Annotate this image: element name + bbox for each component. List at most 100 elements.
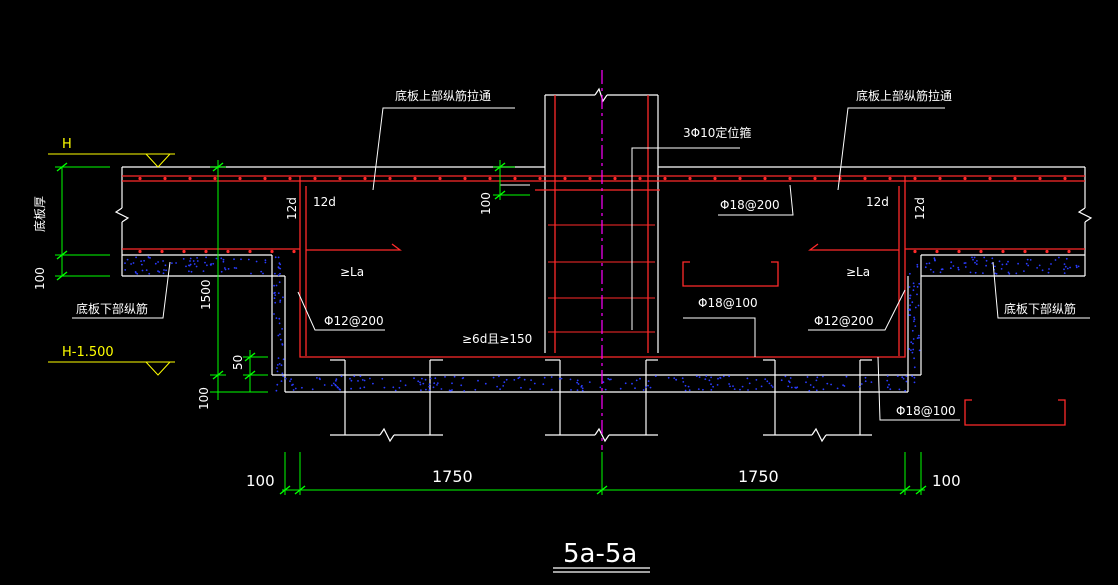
hatch-dot — [428, 389, 431, 392]
rebar-dot — [563, 176, 567, 181]
hatch-dot — [281, 344, 284, 346]
hatch-dot — [206, 264, 208, 267]
hatch-dot — [576, 381, 578, 384]
hatch-dot — [634, 387, 636, 390]
hatch-dot — [1050, 263, 1052, 265]
hatch-dot — [760, 385, 763, 388]
hatch-dot — [502, 385, 505, 387]
rebar-dot — [138, 176, 142, 181]
hatch-dot — [599, 386, 602, 389]
rebar-dot — [613, 176, 617, 181]
hatch-dot — [280, 364, 283, 367]
hatch-dot — [728, 383, 730, 385]
rebar-dot — [1001, 249, 1005, 254]
hatch-dot — [432, 386, 435, 389]
hatch-dot — [722, 375, 725, 378]
hatch-dot — [912, 348, 915, 351]
label-bottom-rebar-right: 底板下部纵筋 — [1004, 301, 1076, 316]
rebar-dot — [238, 176, 242, 181]
hatch-dot — [708, 379, 711, 382]
hatch-dot — [908, 348, 911, 350]
hatch-dot — [886, 379, 889, 382]
hatch-dot — [451, 389, 453, 391]
rebar-dot — [363, 176, 367, 181]
rebar-dot — [738, 176, 742, 181]
hatch-dot — [189, 260, 191, 262]
hatch-dot — [335, 384, 337, 387]
hatch-dot — [647, 384, 649, 387]
hatch-dot — [499, 388, 501, 391]
hatch-dot — [550, 388, 553, 391]
hatch-dot — [858, 385, 861, 388]
label-dim-50: 50 — [231, 355, 245, 370]
rebar-dot — [988, 176, 992, 181]
hatch-dot — [278, 317, 281, 320]
hatch-dot — [262, 272, 264, 275]
dimension-lines — [55, 160, 925, 495]
label-phi18-200: Φ18@200 — [720, 198, 780, 212]
rebar-dot — [788, 176, 792, 181]
hatch-dot — [607, 377, 610, 380]
hatch-dot — [274, 272, 276, 275]
hatch-dot — [910, 341, 913, 344]
hatch-dot — [429, 377, 432, 380]
hatch-dot — [929, 268, 932, 271]
hatch-dot — [569, 378, 572, 381]
hatch-dot — [995, 272, 998, 275]
hatch-dot — [972, 258, 974, 261]
hatch-dot — [496, 385, 498, 388]
hatch-dot — [1015, 272, 1018, 275]
hatch-dot — [222, 260, 225, 263]
rebar-dot — [813, 176, 817, 181]
hatch-dot — [704, 378, 707, 380]
hatch-dot — [644, 386, 647, 389]
hatch-dot — [383, 386, 386, 389]
hatch-dot — [363, 386, 366, 389]
hatch-dot — [276, 367, 278, 369]
hatch-dot — [982, 272, 984, 274]
hatch-dot — [780, 379, 783, 382]
hatch-dot — [316, 377, 318, 379]
hatch-dot — [505, 378, 508, 381]
hatch-dot — [916, 263, 919, 266]
hatch-dot — [729, 385, 731, 388]
hatch-dot — [233, 267, 236, 269]
hatch-dot — [673, 377, 676, 379]
hatch-dot — [963, 262, 966, 264]
hatch-dot — [291, 384, 293, 386]
hatch-dot — [250, 272, 252, 275]
hatch-dot — [542, 383, 545, 385]
rebar-dot — [488, 176, 492, 181]
hatch-dot — [1058, 256, 1060, 259]
hatch-dot — [649, 386, 652, 389]
rebar-dot — [292, 249, 296, 254]
hatch-dot — [205, 256, 208, 259]
hatch-dot — [428, 383, 431, 386]
hatch-dot — [162, 272, 165, 275]
hatch-dot — [768, 382, 771, 385]
hatch-dot — [697, 388, 700, 390]
hatch-dot — [147, 256, 150, 258]
hatch-dot — [1047, 271, 1050, 274]
label-elevation-bottom: H-1.500 — [62, 345, 114, 360]
hatch-dot — [498, 375, 500, 378]
hatch-dot — [911, 375, 914, 378]
hatch-dot — [702, 388, 704, 391]
hatch-dot — [292, 389, 295, 391]
rebar-dot — [763, 176, 767, 181]
hatch-dot — [278, 281, 281, 284]
rebar-lines — [122, 95, 1085, 426]
hatch-dot — [282, 375, 285, 378]
hatch-dot — [220, 270, 223, 273]
hatch-dot — [716, 384, 719, 386]
rebar-dot — [1023, 249, 1027, 254]
hatch-dot — [916, 286, 919, 288]
hatch-dot — [748, 382, 751, 385]
hatch-dot — [361, 379, 364, 381]
hatch-dot — [350, 379, 353, 382]
hatch-dot — [916, 293, 918, 296]
label-phi12-200-right: Φ12@200 — [814, 314, 874, 328]
hatch-dot — [1077, 265, 1080, 268]
hatch-dot — [812, 386, 815, 389]
hatch-dot — [1023, 270, 1025, 272]
